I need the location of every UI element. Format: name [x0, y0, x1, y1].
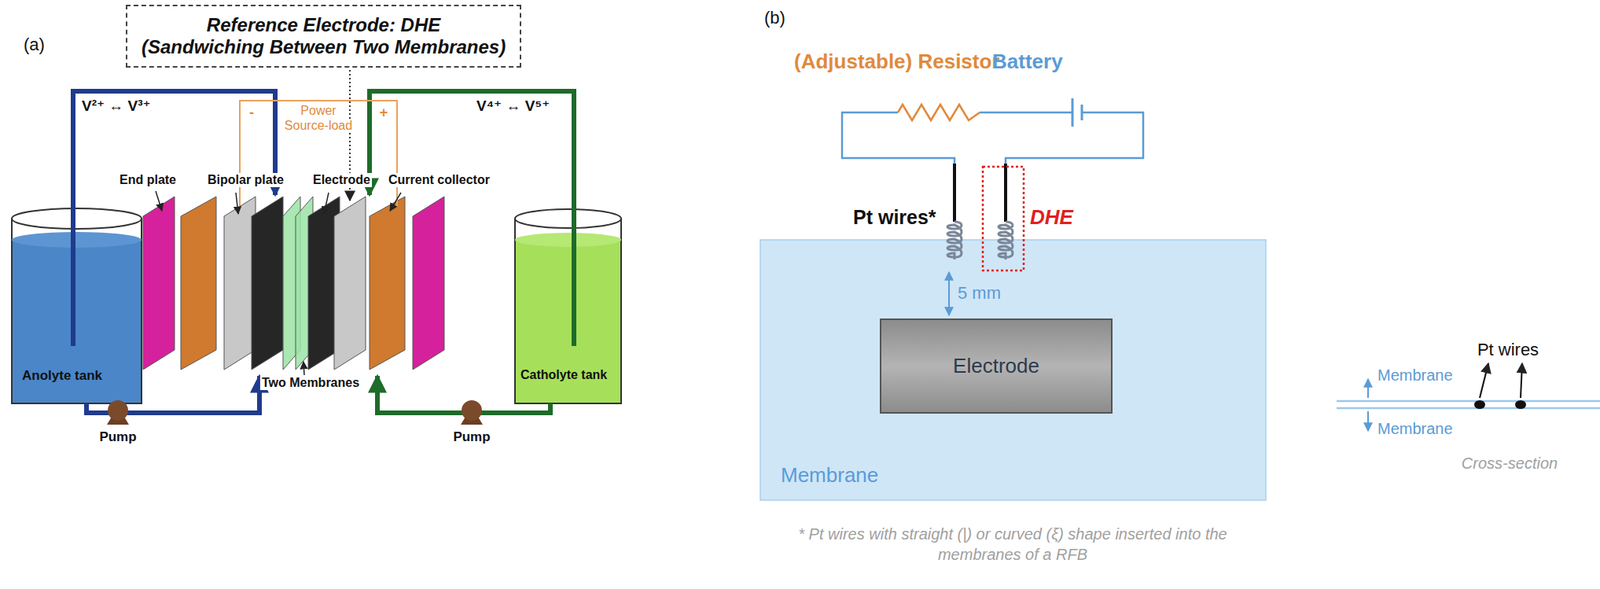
stack-plate — [224, 196, 256, 370]
pump — [460, 400, 483, 425]
cell-stack — [143, 196, 445, 370]
leader-lines — [155, 191, 401, 376]
circuit-wire — [842, 112, 1144, 166]
stack-plate — [143, 196, 175, 370]
label-text: Cross-section — [1461, 454, 1558, 473]
node-text: Electrode — [952, 353, 1040, 379]
label-text: - — [249, 104, 254, 122]
dhe-box — [982, 166, 1024, 271]
label-text: Two Membranes — [260, 375, 361, 390]
label-text: Source-load — [283, 118, 354, 133]
node-text: (Sandwiching Between Two Membranes) — [141, 36, 506, 59]
power-wire — [239, 100, 398, 209]
label-text: Battery — [992, 50, 1063, 74]
pump — [106, 400, 129, 425]
label-text: End plate — [117, 172, 178, 188]
label-text: Bipolar plate — [205, 172, 286, 188]
label-text: Current collector — [386, 172, 492, 188]
label-text: (b) — [764, 7, 786, 28]
membrane-region: Membrane Electrode — [760, 239, 1266, 501]
catholyte-pipe — [369, 91, 574, 346]
anolyte-pipe — [73, 91, 276, 346]
label-text: Pump — [99, 429, 137, 446]
pt-coil — [947, 221, 1013, 260]
node-text: Membrane — [780, 463, 879, 488]
label-text: Pt wires* — [853, 205, 937, 229]
pt-wire — [954, 163, 1006, 222]
label-text: Membrane — [1377, 366, 1453, 385]
stack-plate — [412, 196, 445, 370]
battery-symbol — [1072, 98, 1082, 127]
resistor-symbol — [897, 104, 980, 121]
label-text: (Adjustable) Resistor — [794, 50, 1001, 74]
label-text: Membrane — [1377, 419, 1453, 438]
membrane-fill — [760, 239, 1266, 501]
label-text: Electrode — [311, 172, 372, 188]
label-text: (a) — [23, 34, 45, 55]
catholyte-tank — [514, 209, 622, 404]
label-text: Power — [298, 103, 338, 118]
cross-section — [1336, 363, 1600, 431]
label-text: Anolyte tank — [22, 367, 103, 384]
anolyte-tank — [11, 208, 142, 404]
reference-electrode-box: Reference Electrode: DHE(Sandwiching Bet… — [125, 4, 522, 68]
stack-plate — [369, 196, 405, 370]
stack-plate — [334, 196, 366, 370]
stack-plate — [180, 196, 217, 370]
label-text: 5 mm — [957, 283, 1001, 303]
label-text: Pt wires — [1477, 339, 1539, 360]
dimension-arrow — [948, 272, 950, 316]
pt-coil — [947, 221, 962, 260]
label-text: * Pt wires with straight (|) or curved (… — [776, 523, 1249, 565]
label-text: V⁴⁺ ↔ V⁵⁺ — [476, 97, 550, 115]
pt-coil — [998, 221, 1013, 260]
label-text: Catholyte tank — [520, 367, 607, 383]
label-text: V²⁺ ↔ V³⁺ — [81, 97, 151, 115]
label-text: DHE — [1029, 205, 1074, 230]
node-text: Reference Electrode: DHE — [206, 14, 441, 37]
electrode-box: Electrode — [879, 318, 1113, 414]
stack-plate — [251, 196, 284, 370]
label-text: Pump — [452, 429, 490, 446]
label-text: + — [379, 104, 389, 122]
